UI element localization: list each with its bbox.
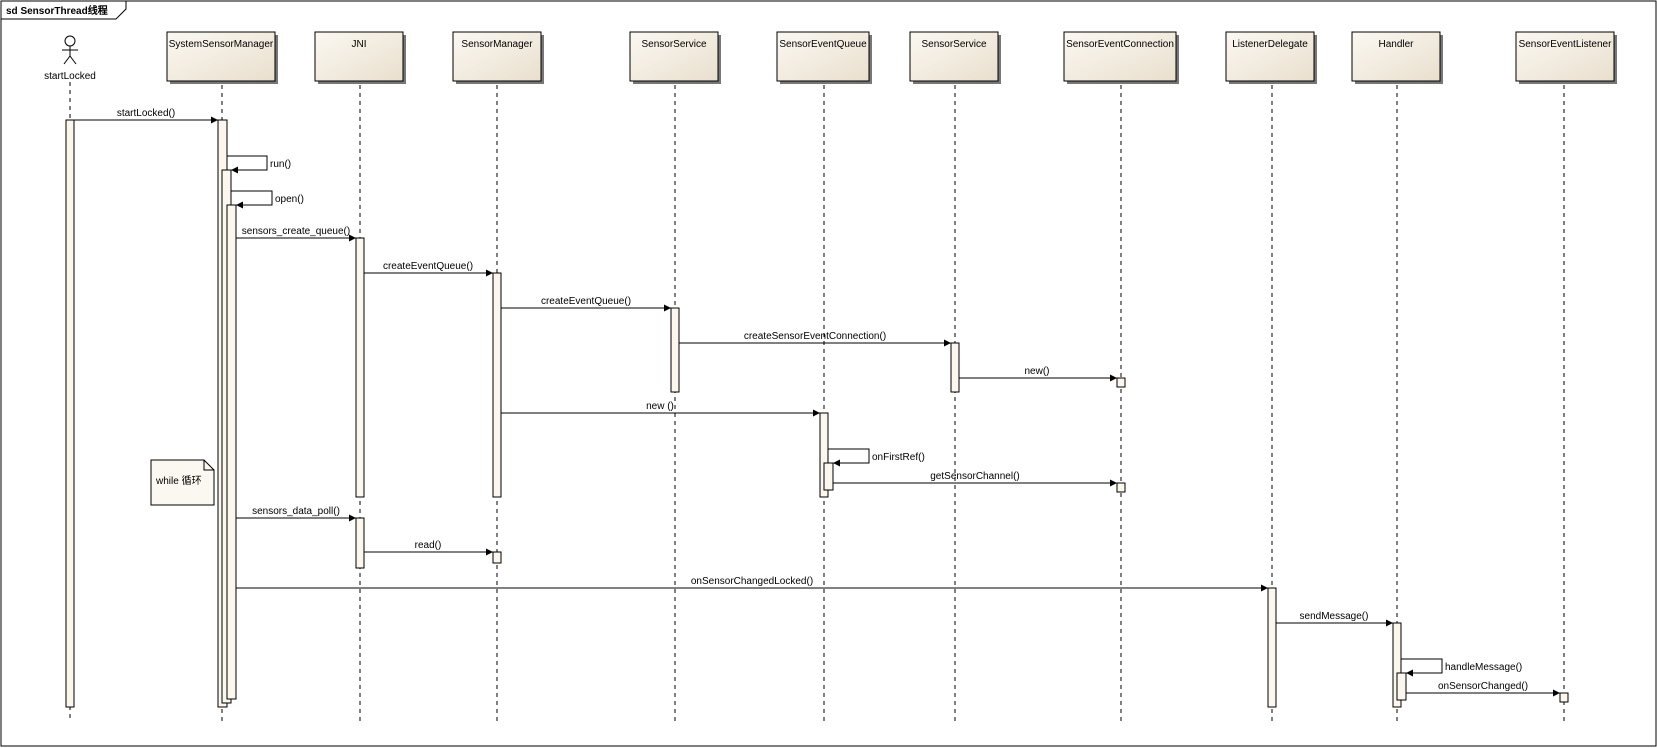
message-handle-message [1401,658,1443,677]
activation-ss1 [670,307,680,393]
actor-head-icon [64,35,76,47]
message-label: sensors_create_queue() [242,226,350,237]
header-h[interactable]: Handler [1351,31,1443,84]
actor-leg-left [63,55,71,65]
header-label: SensorEventQueue [779,39,867,50]
actor-leg-right [69,55,77,65]
activation-bars [65,119,1569,708]
header-sel[interactable]: SensorEventListener [1515,31,1617,84]
header-seq[interactable]: SensorEventQueue [776,31,872,84]
note-fold [203,460,214,471]
message-run [227,155,268,174]
note-text: while 循环 [155,474,202,487]
activation-actor [65,119,75,708]
header-box [629,31,719,82]
activation-sec-2 [1116,482,1126,493]
header-box [166,31,276,82]
header-label: JNI [352,39,367,50]
message-label: onFirstRef() [872,452,925,463]
header-label: SensorEventConnection [1066,39,1174,50]
header-box [1063,31,1177,82]
message-label: handleMessage() [1445,662,1522,673]
message-label: read() [415,540,442,551]
header-label: ListenerDelegate [1232,39,1308,50]
header-label: SensorManager [461,39,533,50]
message-label: sensors_data_poll() [252,506,340,517]
header-box [909,31,999,82]
header-sm[interactable]: SensorManager [452,31,544,84]
message-label: getSensorChannel() [930,471,1020,482]
message-label: createEventQueue() [541,296,631,307]
header-jni[interactable]: JNI [314,31,406,84]
activation-jni-2 [355,517,365,569]
header-label: SystemSensorManager [169,39,274,50]
activation-h-1 [1392,622,1402,708]
message-label: onSensorChanged() [1438,681,1528,692]
message-label: new () [646,401,674,412]
header-label: SensorEventListener [1519,39,1613,50]
header-label: SensorService [641,39,706,50]
loop-note: while 循环 [150,459,215,506]
message-open [231,190,273,209]
header-box [314,31,404,82]
activation-jni-1 [355,237,365,498]
note-shape [150,459,215,506]
activation-sec-1 [1116,377,1126,388]
activation-ssm-3 [226,204,237,700]
message-on-first-ref [828,448,870,467]
activation-sm-2 [492,551,502,564]
message-label: open() [275,194,304,205]
header-ss1[interactable]: SensorService [629,31,721,84]
activation-seq-2 [823,462,834,491]
activation-sel [1559,692,1569,703]
actor-startlocked: startLocked [44,35,96,82]
header-box [776,31,870,82]
frame-title-tab [0,0,127,20]
header-box [1225,31,1315,82]
lifeline-headers: SystemSensorManager JNI SensorManager Se… [166,31,1617,84]
activation-ld [1267,587,1277,708]
header-ss2[interactable]: SensorService [909,31,1001,84]
header-label: SensorService [921,39,986,50]
message-label: startLocked() [117,108,175,119]
activation-h-2 [1396,672,1407,701]
header-ssm[interactable]: SystemSensorManager [166,31,278,84]
message-label: run() [270,159,291,170]
message-labels: startLocked() run() open() sensors_creat… [117,108,1528,692]
message-label: onSensorChangedLocked() [691,576,813,587]
header-box [1515,31,1615,82]
frame-title: sd SensorThread线程 [6,4,108,17]
header-label: Handler [1378,39,1414,50]
message-label: createSensorEventConnection() [744,331,886,342]
activation-ss2 [950,342,960,393]
message-label: sendMessage() [1300,611,1369,622]
activation-seq-1 [819,412,829,498]
header-box [452,31,542,82]
messages [74,116,1560,697]
message-label: createEventQueue() [383,261,473,272]
header-box [1351,31,1441,82]
header-sec[interactable]: SensorEventConnection [1063,31,1179,84]
message-label: new() [1024,366,1049,377]
activation-sm-1 [492,272,502,498]
header-ld[interactable]: ListenerDelegate [1225,31,1317,84]
actor-label: startLocked [44,71,96,82]
